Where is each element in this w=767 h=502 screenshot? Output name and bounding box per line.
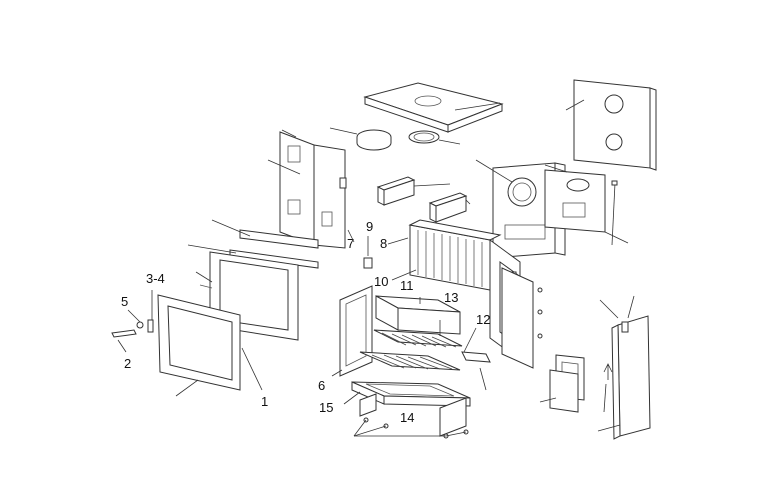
flue-collar-left bbox=[329, 127, 392, 151]
grate bbox=[373, 320, 463, 348]
base-tray bbox=[343, 381, 471, 407]
label-2: 2 bbox=[124, 356, 131, 371]
label-15: 15 bbox=[319, 400, 333, 415]
rear-convection-plate bbox=[544, 164, 629, 246]
label-14: 14 bbox=[400, 410, 414, 425]
label-10: 10 bbox=[374, 274, 388, 289]
label-1: 1 bbox=[261, 394, 268, 409]
label-6: 6 bbox=[318, 378, 325, 393]
right-outer-panel bbox=[501, 267, 543, 369]
label-12: 12 bbox=[476, 312, 490, 327]
front-door bbox=[157, 294, 263, 397]
air-control-bars bbox=[187, 219, 319, 269]
right-door-panel bbox=[597, 295, 651, 440]
baffle-plates bbox=[376, 176, 471, 223]
left-side-wall bbox=[267, 129, 347, 249]
door-handle bbox=[111, 290, 154, 353]
inspection-hatch bbox=[539, 354, 613, 413]
label-3-4: 3-4 bbox=[146, 271, 165, 286]
rear-firebox-wall bbox=[408, 219, 502, 291]
label-8: 8 bbox=[380, 236, 387, 251]
small-bracket bbox=[363, 236, 373, 269]
label-11: 11 bbox=[400, 278, 414, 293]
side-door bbox=[331, 285, 373, 377]
ash-box bbox=[375, 295, 461, 335]
lower-grate bbox=[359, 327, 491, 391]
rear-heat-shield bbox=[565, 79, 657, 171]
feet-brackets bbox=[353, 393, 469, 439]
label-5: 5 bbox=[121, 294, 128, 309]
flue-collar-right bbox=[408, 130, 461, 145]
label-7: 7 bbox=[347, 236, 354, 251]
label-9: 9 bbox=[366, 219, 373, 234]
label-leaders bbox=[347, 229, 417, 281]
label-13: 13 bbox=[444, 290, 458, 305]
part-labels: 1 2 3-4 5 6 7 8 9 10 11 12 13 14 15 bbox=[121, 219, 490, 425]
top-cover-plate bbox=[363, 82, 504, 133]
